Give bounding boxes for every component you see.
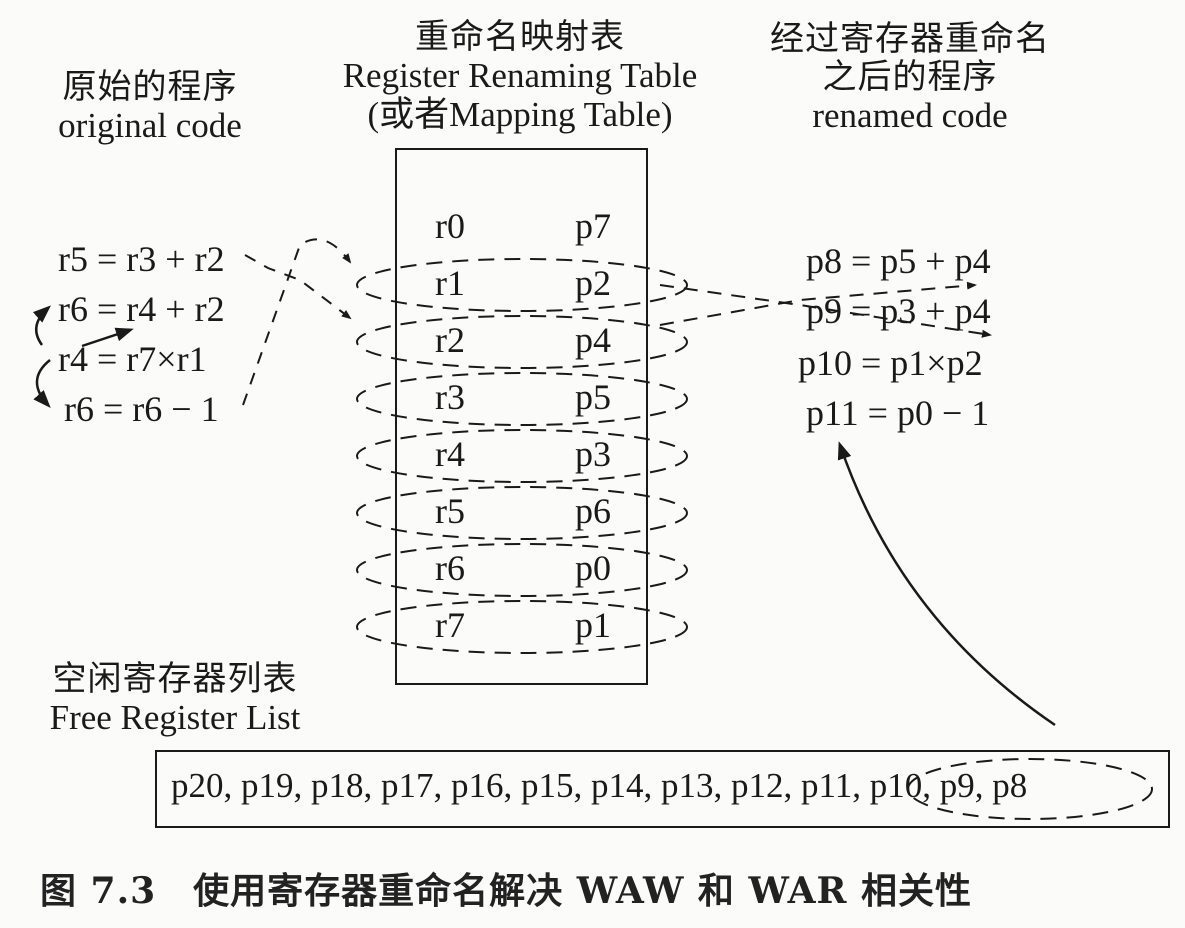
table-arch-r1: r1 <box>435 263 465 303</box>
renamed-instr-2: p9 = p3 + p4 <box>806 291 991 331</box>
table-arch-r7: r7 <box>435 605 465 645</box>
renamed-instr-1: p8 = p5 + p4 <box>806 241 991 281</box>
mapping-table-title-alt: (或者Mapping Table) <box>367 95 673 135</box>
renamed-code-header: 经过寄存器重命名 之后的程序 renamed code <box>740 20 1080 135</box>
table-arch-r2: r2 <box>435 320 465 360</box>
free-register-items: p20, p19, p18, p17, p16, p15, p14, p13, … <box>171 766 1028 805</box>
table-phys-r3: p5 <box>575 377 611 417</box>
free-register-list: p20, p19, p18, p17, p16, p15, p14, p13, … <box>155 750 1170 828</box>
table-phys-r5: p6 <box>575 491 611 531</box>
table-arch-r0: r0 <box>435 206 465 246</box>
renamed-instr-3: p10 = p1×p2 <box>798 343 983 383</box>
free-list-title-zh: 空闲寄存器列表 <box>52 659 298 699</box>
figure-caption: 图 7.3 使用寄存器重命名解决 WAW 和 WAR 相关性 <box>40 870 972 912</box>
mapping-table-title-zh: 重命名映射表 <box>415 17 625 57</box>
allocation-arrow <box>837 441 1056 727</box>
table-phys-r0: p7 <box>575 206 611 246</box>
mapping-table: r0 p7 r1 p2 r2 p4 r3 p5 r4 p3 r5 p6 r6 p… <box>395 148 648 685</box>
table-arch-r3: r3 <box>435 377 465 417</box>
table-phys-r2: p4 <box>575 320 611 360</box>
table-phys-r4: p3 <box>575 434 611 474</box>
table-phys-r7: p1 <box>575 605 611 645</box>
free-list-title-en: Free Register List <box>49 698 301 738</box>
table-arch-r5: r5 <box>435 491 465 531</box>
mapping-table-title-en: Register Renaming Table <box>342 56 698 96</box>
renamed-code-title-zh1: 经过寄存器重命名 <box>770 19 1050 59</box>
renamed-code-title-en: renamed code <box>812 96 1008 136</box>
free-list-label: 空闲寄存器列表 Free Register List <box>30 660 320 737</box>
table-arch-r6: r6 <box>435 548 465 588</box>
original-instr-1: r5 = r3 + r2 <box>58 239 225 279</box>
original-instr-3: r4 = r7×r1 <box>58 339 207 379</box>
waw-dependency-arrow-up <box>33 359 51 408</box>
renamed-instr-4: p11 = p0 − 1 <box>806 393 990 433</box>
original-code-title-zh: 原始的程序 <box>62 67 238 107</box>
original-instr-4: r6 = r6 − 1 <box>64 389 219 429</box>
original-instr-2: r6 = r4 + r2 <box>58 289 225 329</box>
lookup-r6-line <box>242 238 352 406</box>
mapping-table-header: 重命名映射表 Register Renaming Table (或者Mappin… <box>300 18 740 134</box>
lookup-r3-line <box>244 254 352 320</box>
original-code-title-en: original code <box>58 106 242 146</box>
renamed-code-title-zh2: 之后的程序 <box>822 57 998 98</box>
table-phys-r1: p2 <box>575 263 611 303</box>
original-code-header: 原始的程序 original code <box>30 68 270 145</box>
table-phys-r6: p0 <box>575 548 611 588</box>
table-arch-r4: r4 <box>435 434 465 474</box>
waw-dependency-arrow-down <box>32 305 51 346</box>
